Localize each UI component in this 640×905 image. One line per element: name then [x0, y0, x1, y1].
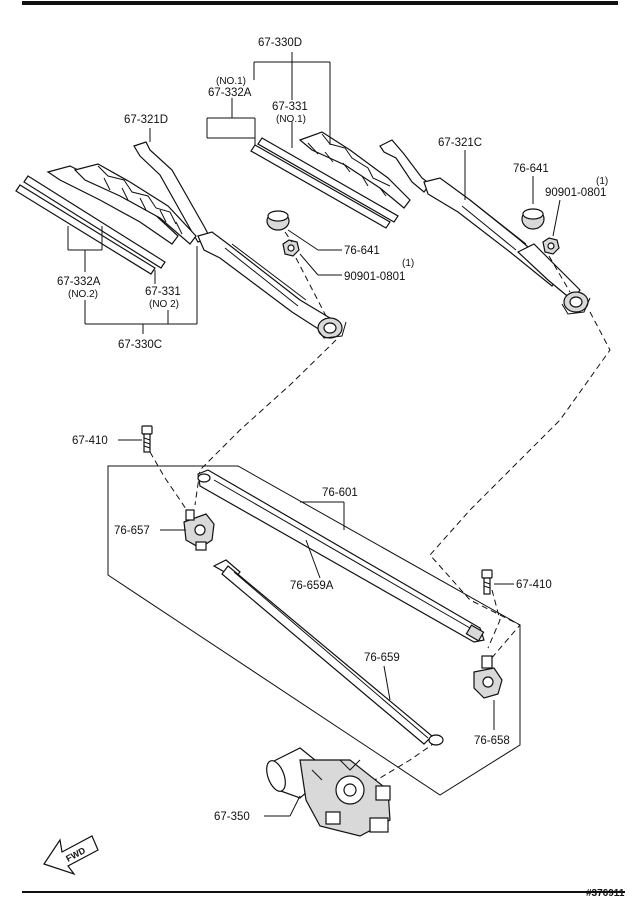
- linkage-frame: [107, 465, 521, 796]
- fwd-arrow-icon: FWD: [43, 835, 99, 876]
- label-90901-mid: 90901-0801: [344, 271, 405, 283]
- link-rod-76-601[interactable]: [197, 469, 485, 643]
- label-67-330C: 67-330C: [118, 339, 162, 351]
- label-67-331-top: 67-331: [272, 101, 308, 113]
- label-67-321D: 67-321D: [124, 114, 168, 126]
- label-67-350: 67-350: [214, 811, 250, 823]
- label-67-331-left: 67-331: [145, 286, 181, 298]
- cap-76-641-mid[interactable]: [266, 210, 290, 231]
- cap-76-641-right[interactable]: [521, 208, 545, 230]
- bolt-67-410-left[interactable]: [141, 425, 153, 453]
- label-76-659: 76-659: [364, 652, 400, 664]
- leader-67-330C: [67, 226, 198, 334]
- wiper-motor-67-350[interactable]: [263, 747, 391, 837]
- nut-90901-0801-mid[interactable]: [282, 239, 300, 257]
- label-67-410-left: 67-410: [72, 435, 108, 447]
- blade-assembly-no1[interactable]: [250, 131, 411, 229]
- label-no1-a: (NO.1): [216, 76, 246, 87]
- label-67-332A-left: 67-332A: [57, 276, 101, 288]
- label-76-659A: 76-659A: [290, 580, 334, 592]
- label-qty1-mid: (1): [402, 258, 414, 269]
- wiper-arm-right[interactable]: [379, 139, 591, 315]
- nut-90901-0801-right[interactable]: [542, 237, 560, 255]
- label-67-332A-top: 67-332A: [208, 87, 252, 99]
- reference-number: #376911: [586, 888, 625, 899]
- blade-assembly-no2[interactable]: [15, 163, 197, 275]
- pivot-76-658[interactable]: [473, 655, 503, 699]
- label-67-330D: 67-330D: [258, 37, 302, 49]
- label-qty1-right: (1): [596, 176, 608, 187]
- label-76-657: 76-657: [114, 525, 150, 537]
- leader-67-330D: [206, 52, 331, 148]
- label-no1-b: (NO.1): [276, 114, 306, 125]
- label-no2-a: (NO.2): [68, 289, 98, 300]
- label-67-321C: 67-321C: [438, 137, 482, 149]
- bolt-67-410-right[interactable]: [481, 569, 493, 595]
- pivot-76-657[interactable]: [183, 509, 215, 551]
- label-no2-b: (NO 2): [149, 299, 179, 310]
- label-67-410-right: 67-410: [516, 579, 552, 591]
- wiper-arm-left[interactable]: [133, 141, 347, 339]
- link-rod-76-659A[interactable]: [212, 559, 444, 746]
- label-90901-right: 90901-0801: [545, 187, 606, 199]
- label-76-601: 76-601: [322, 487, 358, 499]
- label-76-658: 76-658: [474, 735, 510, 747]
- label-76-641-mid: 76-641: [344, 245, 380, 257]
- label-76-641-right: 76-641: [513, 163, 549, 175]
